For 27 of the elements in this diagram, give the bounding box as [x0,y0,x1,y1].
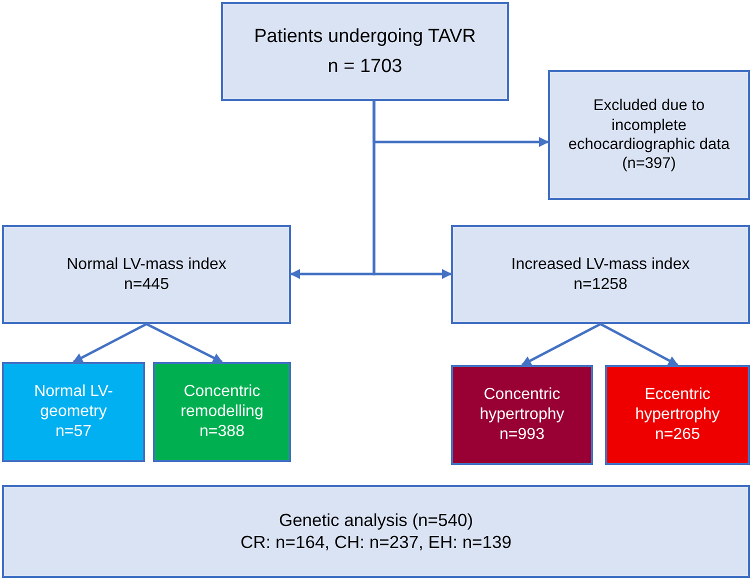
count-label: n=265 [655,425,700,445]
category-box [153,362,291,462]
group-box [2,225,291,324]
box-label: Normal LV-mass index [66,254,226,274]
arrow [72,322,148,364]
group-box [451,225,750,324]
exclusion-box [548,70,750,200]
box-label: Patients undergoing TAVR [254,24,476,48]
start-box [221,2,509,101]
category-box [2,362,145,462]
count-label: n=388 [200,422,244,442]
box-label: Genetic analysis (n=540) [278,510,474,532]
category-box [451,365,593,465]
arrow [600,322,678,366]
arrow [372,101,452,279]
arrow [521,322,602,366]
count-label: n=1258 [574,274,628,294]
analysis-box [2,485,750,578]
box-label: Excluded due to incomplete echocardiographic data (n=397) [567,96,731,174]
count-label: n=445 [124,274,169,294]
arrow [146,322,223,364]
count-label: n=993 [500,425,544,445]
count-label: n=57 [55,422,92,442]
box-label: Increased LV-mass index [511,254,690,274]
count-label: CR: n=164, CH: n=237, EH: n=139 [240,532,512,554]
count-label: n = 1703 [328,54,402,78]
category-box [605,365,750,465]
